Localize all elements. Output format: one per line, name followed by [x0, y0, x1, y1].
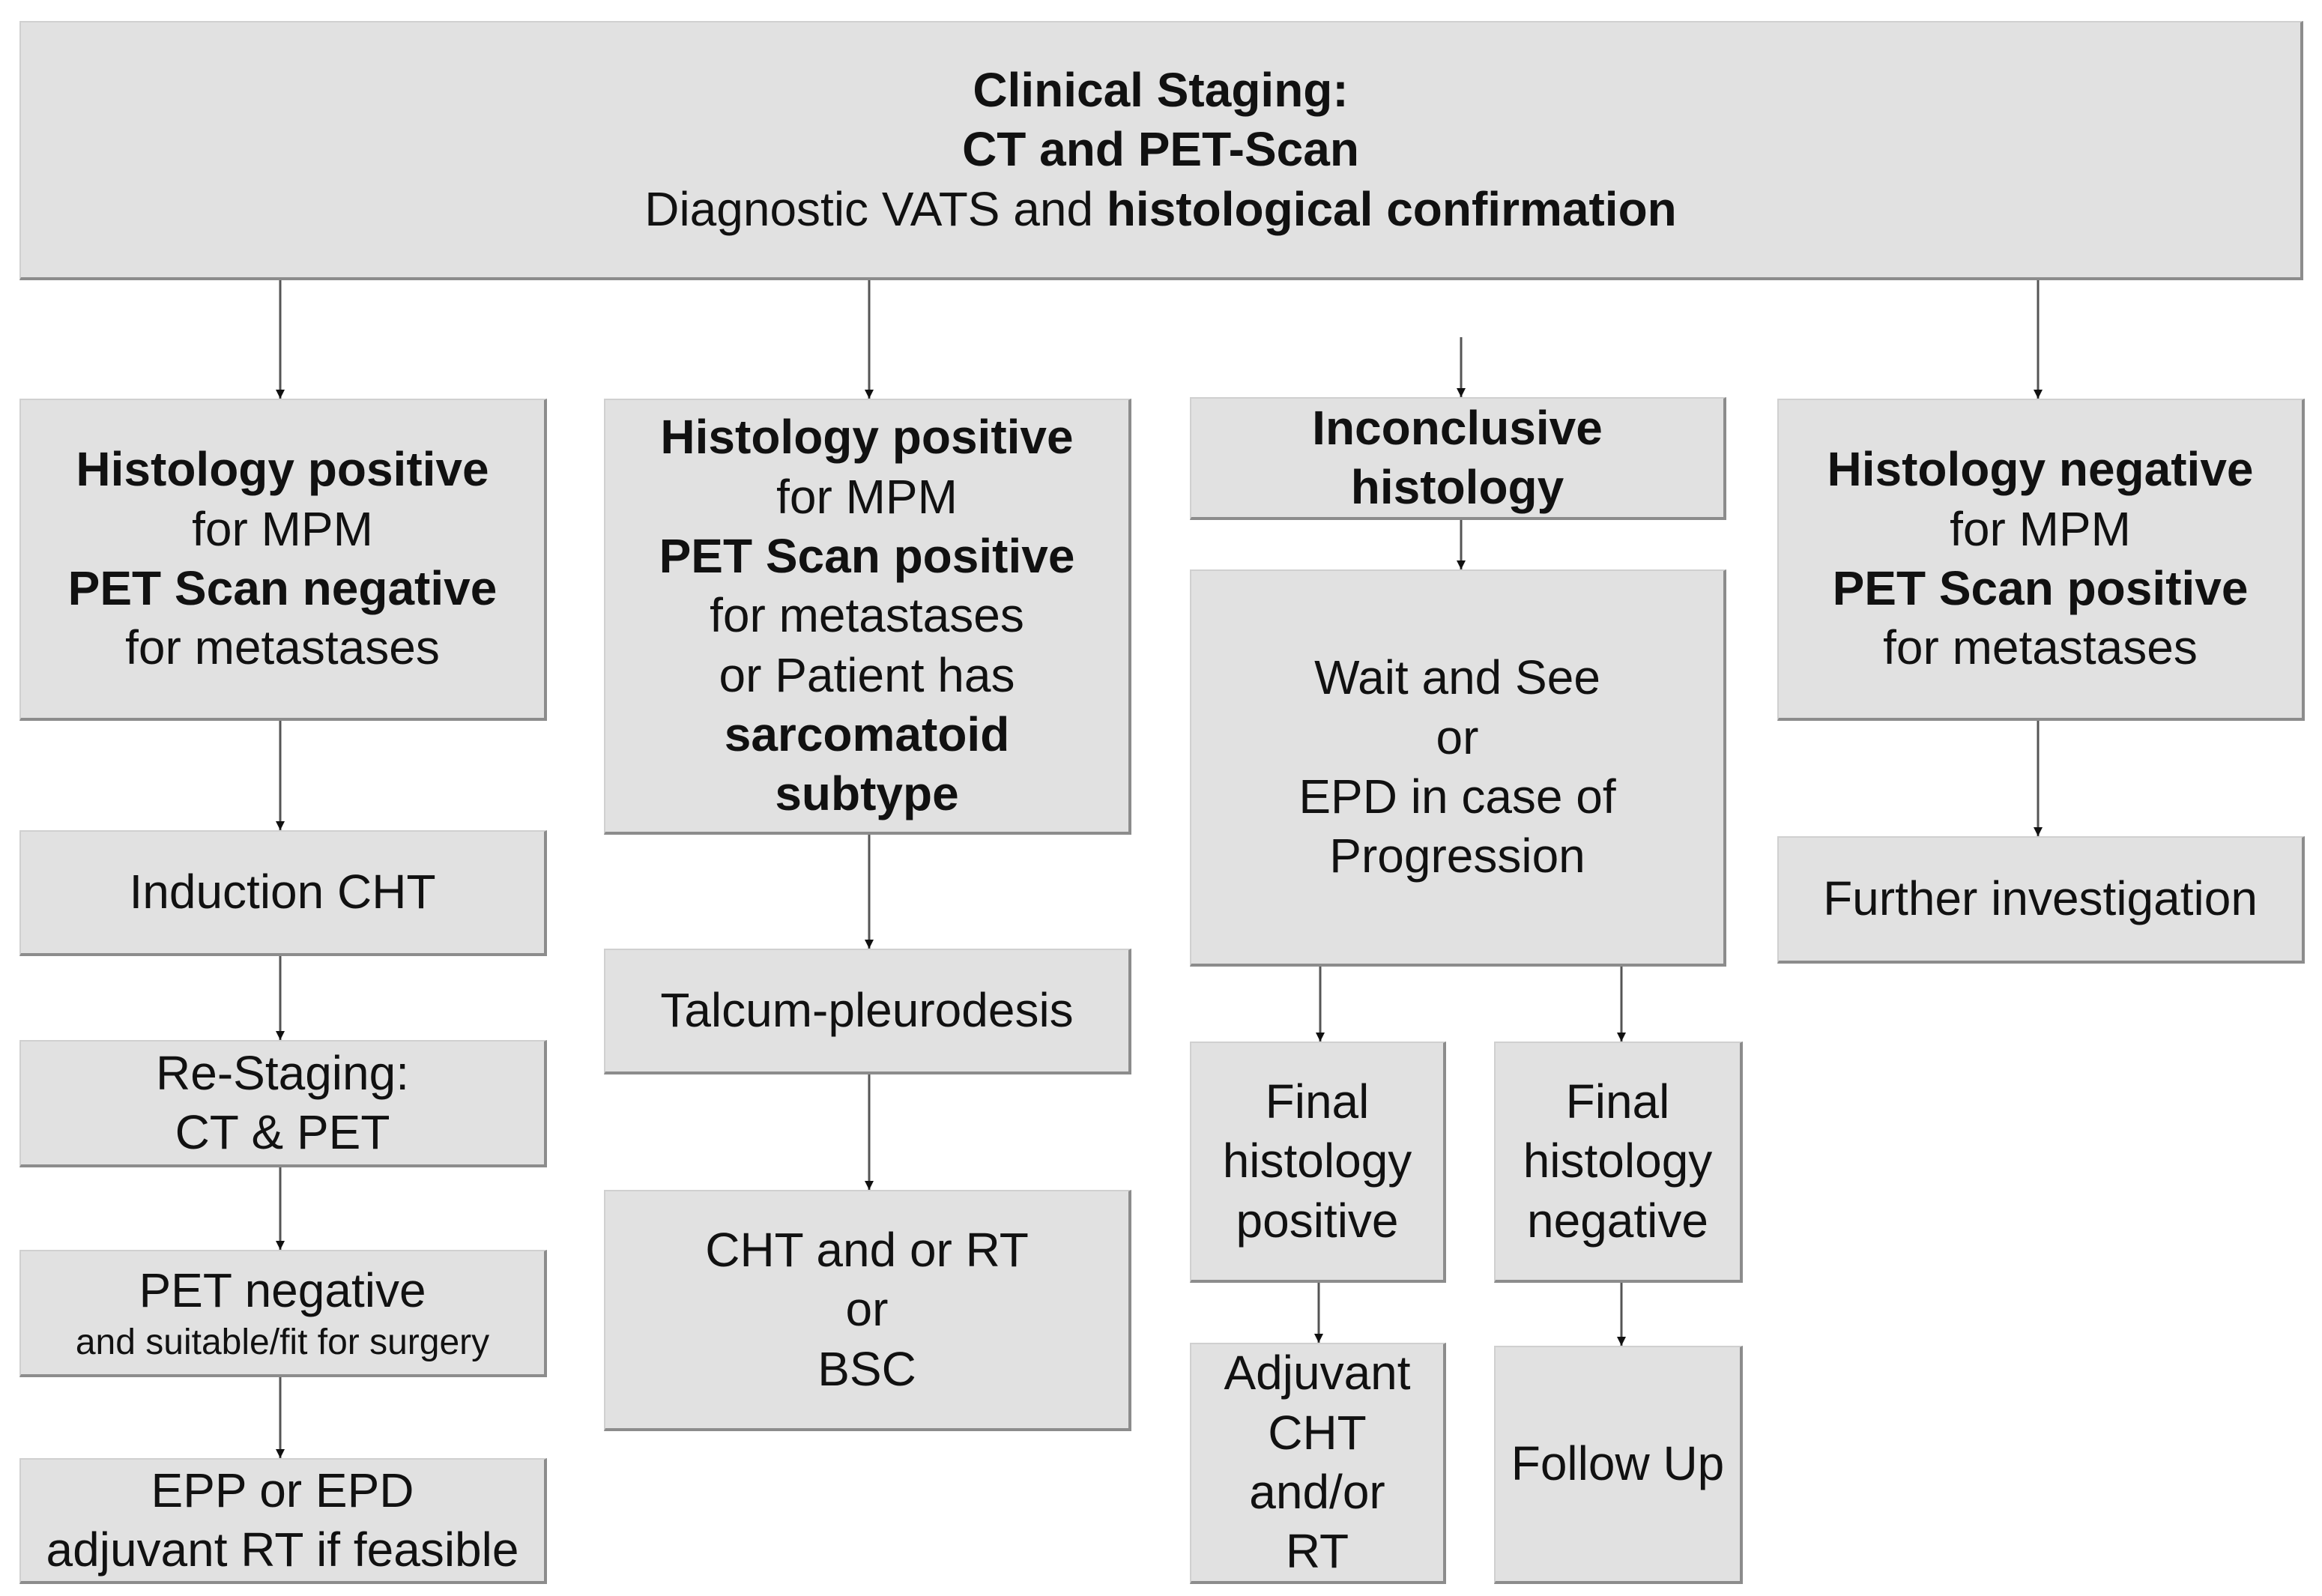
col1-header-line: PET Scan negative	[67, 561, 498, 615]
top-description-bold: histological confirmation	[1106, 181, 1677, 236]
inconclusive-line: Inconclusive	[1312, 400, 1603, 455]
col4-header-line: for MPM	[1950, 501, 2131, 556]
therapy-box: CHT and or RT or BSC	[604, 1190, 1131, 1431]
wait-line: or	[1436, 710, 1479, 764]
further-investigation-box: Further investigation	[1777, 836, 2305, 964]
talcum-pleurodesis-box: Talcum-pleurodesis	[604, 949, 1131, 1074]
induction-cht-box: Induction CHT	[19, 830, 547, 956]
restaging-line: CT & PET	[175, 1105, 390, 1159]
pet-negative-note: and suitable/fit for surgery	[75, 1322, 490, 1362]
top-description-plain: Diagnostic VATS and	[644, 181, 1107, 236]
col2-header-line: PET Scan positive	[659, 528, 1075, 583]
wait-line: EPD in case of	[1298, 770, 1616, 823]
further-investigation-label: Further investigation	[1823, 871, 2258, 926]
adjuvant-line: and/or	[1249, 1465, 1385, 1519]
col4-header-line: PET Scan positive	[1832, 561, 2249, 615]
col2-header-line: or Patient has	[719, 647, 1015, 702]
adjuvant-line: CHT	[1268, 1405, 1367, 1460]
surgery-box: EPP or EPD adjuvant RT if feasible	[19, 1458, 547, 1584]
pet-negative-box: PET negative and suitable/fit for surger…	[19, 1250, 547, 1377]
final-positive-line: positive	[1236, 1193, 1399, 1248]
talcum-pleurodesis-label: Talcum-pleurodesis	[660, 983, 1074, 1038]
therapy-line: CHT and or RT	[705, 1222, 1029, 1277]
top-description: Diagnostic VATS and histological confirm…	[644, 180, 1677, 239]
col1-header-box: Histology positive for MPM PET Scan nega…	[19, 399, 547, 721]
col4-header-line: Histology negative	[1827, 442, 2254, 497]
final-positive-line: Final	[1265, 1074, 1370, 1128]
wait-line: Progression	[1329, 829, 1585, 883]
adjuvant-box: Adjuvant CHT and/or RT	[1190, 1343, 1446, 1584]
surgery-line: adjuvant RT if feasible	[46, 1523, 519, 1577]
final-negative-line: histology	[1523, 1134, 1713, 1188]
adjuvant-line: Adjuvant	[1224, 1346, 1411, 1400]
col1-header-line: Histology positive	[76, 442, 489, 497]
pet-negative-line: PET negative	[139, 1263, 426, 1317]
col1-header-line: for MPM	[192, 501, 373, 556]
top-subtitle: CT and PET-Scan	[962, 122, 1359, 177]
restaging-line: Re-Staging:	[156, 1045, 409, 1100]
col2-header-line: for MPM	[776, 469, 958, 524]
top-title: Clinical Staging:	[973, 62, 1349, 117]
induction-cht-label: Induction CHT	[129, 865, 436, 919]
col2-header-line: for metastases	[710, 588, 1024, 643]
adjuvant-line: RT	[1285, 1524, 1349, 1579]
restaging-box: Re-Staging: CT & PET	[19, 1040, 547, 1167]
follow-up-box: Follow Up	[1494, 1346, 1743, 1584]
wait-line: Wait and See	[1314, 650, 1600, 705]
therapy-line: or	[845, 1282, 889, 1337]
therapy-line: BSC	[817, 1341, 916, 1396]
final-histology-negative-box: Final histology negative	[1494, 1042, 1743, 1283]
col4-header-line: for metastases	[1883, 620, 2198, 675]
final-positive-line: histology	[1222, 1134, 1412, 1188]
final-negative-line: negative	[1527, 1193, 1708, 1248]
clinical-staging-box: Clinical Staging: CT and PET-Scan Diagno…	[19, 21, 2303, 280]
col2-header-box: Histology positive for MPM PET Scan posi…	[604, 399, 1131, 835]
wait-and-see-box: Wait and See or EPD in case of Progressi…	[1190, 569, 1726, 967]
final-histology-positive-box: Final histology positive	[1190, 1042, 1446, 1283]
final-negative-line: Final	[1565, 1074, 1670, 1128]
col1-header-line: for metastases	[125, 620, 440, 675]
col2-header-line: sarcomatoid	[724, 707, 1010, 762]
col2-header-line: subtype	[775, 767, 959, 821]
surgery-line: EPP or EPD	[151, 1463, 414, 1517]
col2-header-line: Histology positive	[660, 410, 1074, 465]
follow-up-label: Follow Up	[1511, 1436, 1725, 1491]
col4-header-box: Histology negative for MPM PET Scan posi…	[1777, 399, 2305, 721]
inconclusive-histology-box: Inconclusive histology	[1190, 397, 1726, 520]
inconclusive-line: histology	[1350, 460, 1564, 514]
